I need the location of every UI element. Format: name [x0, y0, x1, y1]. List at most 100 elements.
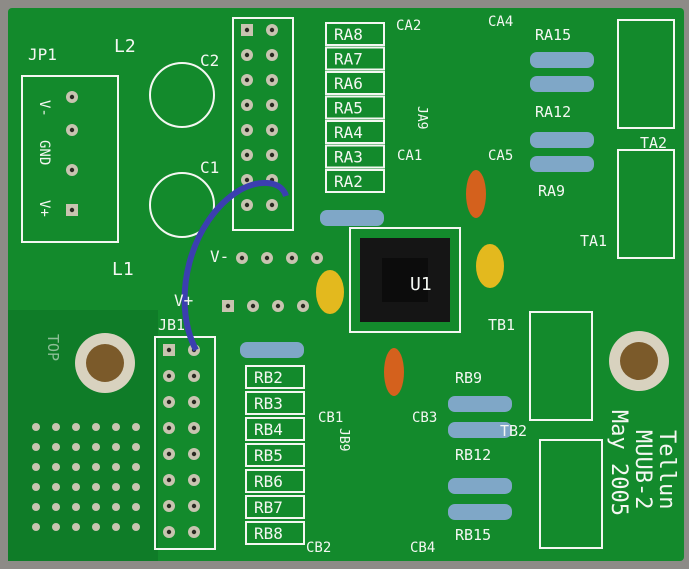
label-cb1: CB1 — [318, 410, 343, 426]
pad-hole — [314, 255, 320, 261]
resistor-a-label: RA2 — [334, 172, 363, 191]
label-c2: C2 — [200, 51, 219, 70]
pad-hole — [269, 202, 275, 208]
proto-hole — [72, 443, 80, 451]
label-ca1: CA1 — [397, 148, 422, 164]
header-jb-outline — [154, 336, 216, 550]
proto-hole — [72, 503, 80, 511]
proto-hole — [92, 423, 100, 431]
proto-hole — [92, 503, 100, 511]
resistor-b-label: RB4 — [254, 420, 283, 439]
proto-hole — [52, 443, 60, 451]
proto-hole — [132, 523, 140, 531]
terminal-ta2-outline — [617, 19, 675, 129]
resistor-body — [320, 210, 384, 226]
pad-hole — [191, 399, 197, 405]
pad-hole — [69, 94, 75, 100]
resistor-body — [530, 132, 594, 148]
proto-hole — [132, 503, 140, 511]
label-jp1: JP1 — [28, 45, 57, 64]
pad-hole — [250, 303, 256, 309]
pad-hole — [166, 529, 172, 535]
resistor-body — [448, 504, 512, 520]
label-rail-vplus: V+ — [174, 291, 193, 310]
label-ra12: RA12 — [535, 103, 571, 121]
credit-line-2: MUUB-2 — [630, 430, 655, 509]
proto-hole — [112, 423, 120, 431]
pad-hole — [269, 52, 275, 58]
resistor-a-label: RA4 — [334, 123, 363, 142]
label-rail-vminus: V- — [210, 247, 229, 266]
resistor-a-box — [325, 120, 385, 144]
proto-hole — [72, 483, 80, 491]
label-tb2: TB2 — [500, 422, 527, 440]
pad-hole — [191, 451, 197, 457]
pad-hole — [244, 152, 250, 158]
proto-hole — [52, 423, 60, 431]
resistor-body — [530, 52, 594, 68]
pad-hole — [166, 451, 172, 457]
pad-hole — [289, 255, 295, 261]
pad-hole — [166, 477, 172, 483]
label-cb2: CB2 — [306, 540, 331, 556]
terminal-tb2-outline — [539, 439, 603, 549]
resistor-b-label: RB6 — [254, 472, 283, 491]
resistor-a-box — [325, 71, 385, 95]
label-top: TOP — [44, 334, 62, 361]
label-u1: U1 — [410, 274, 432, 295]
resistor-a-box — [325, 95, 385, 120]
proto-hole — [52, 483, 60, 491]
cap-c1-outline — [149, 172, 215, 238]
label-l1: L1 — [112, 259, 134, 280]
resistor-a-box — [325, 169, 385, 193]
cap-c2-outline — [149, 62, 215, 128]
label-c1: C1 — [200, 158, 219, 177]
pad-hole — [244, 202, 250, 208]
label-ta2: TA2 — [640, 134, 667, 152]
proto-hole — [32, 463, 40, 471]
pad-hole — [191, 529, 197, 535]
pad-hole — [244, 127, 250, 133]
pad-hole — [191, 425, 197, 431]
proto-hole — [112, 463, 120, 471]
proto-hole — [52, 463, 60, 471]
resistor-b-label: RB8 — [254, 524, 283, 543]
label-ca4: CA4 — [488, 14, 513, 30]
proto-hole — [112, 503, 120, 511]
pad-hole — [269, 27, 275, 33]
pad-hole — [69, 207, 75, 213]
resistor-body — [530, 156, 594, 172]
proto-hole — [52, 503, 60, 511]
resistor-b-box — [245, 443, 305, 467]
resistor-a-box — [325, 22, 385, 46]
pad-hole — [69, 127, 75, 133]
tantalum-caps — [316, 170, 504, 396]
pad-hole — [69, 167, 75, 173]
pad-hole — [166, 347, 172, 353]
resistor-a-box — [325, 144, 385, 169]
proto-hole — [32, 423, 40, 431]
pad-hole — [300, 303, 306, 309]
proto-hole — [112, 483, 120, 491]
pad-hole — [244, 177, 250, 183]
pad-hole — [191, 373, 197, 379]
resistor-body — [448, 478, 512, 494]
label-gnd-pin: GND — [36, 140, 52, 165]
proto-hole — [132, 443, 140, 451]
resistor-body — [448, 422, 512, 438]
label-jb9: JB9 — [336, 428, 351, 451]
label-tb1: TB1 — [488, 316, 515, 334]
ic-u1-outline — [349, 227, 461, 333]
proto-hole — [132, 463, 140, 471]
resistor-body — [530, 76, 594, 92]
proto-hole — [92, 463, 100, 471]
mounting-holes — [75, 331, 669, 393]
resistor-a-label: RA6 — [334, 74, 363, 93]
resistor-b-box — [245, 469, 305, 493]
pad-hole — [244, 77, 250, 83]
label-ca2: CA2 — [396, 18, 421, 34]
proto-hole — [132, 423, 140, 431]
pad-hole — [269, 77, 275, 83]
pad-hole — [166, 503, 172, 509]
